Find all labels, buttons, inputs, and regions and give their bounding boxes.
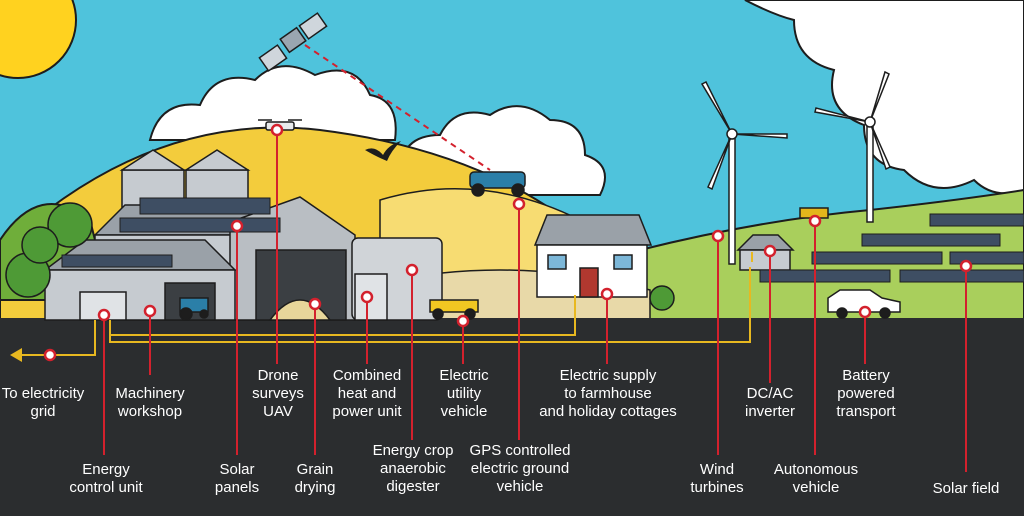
label-drone-surveys: Drone surveys UAV	[252, 367, 304, 420]
marker-energy-control-unit	[97, 308, 111, 322]
label-grain-drying: Grain drying	[294, 461, 336, 496]
gps-signal-line	[304, 44, 491, 171]
marker-machinery-workshop	[143, 304, 157, 318]
marker-utility-vehicle	[456, 314, 470, 328]
label-anaerobic-digester: Energy crop anaerobic digester	[372, 442, 454, 495]
satellite-icon	[258, 12, 328, 72]
marker-wind-turbines	[711, 229, 725, 243]
label-wind-turbines: Wind turbines	[690, 461, 744, 496]
label-inverter: DC/AC inverter	[744, 385, 796, 420]
marker-farmhouse	[600, 287, 614, 301]
car-icon	[827, 289, 901, 319]
ground	[0, 318, 1024, 516]
solar-field-panels	[759, 213, 1024, 283]
grid-arrow-icon	[10, 348, 22, 362]
marker-gps-vehicle	[512, 197, 526, 211]
label-utility-vehicle: Electric utility vehicle	[439, 367, 489, 420]
tractor-icon	[179, 297, 209, 321]
marker-battery-transport	[858, 305, 872, 319]
label-energy-control-unit: Energy control unit	[69, 461, 143, 496]
wind-turbine-2	[814, 70, 891, 223]
gps-ground-vehicle-icon	[469, 171, 526, 197]
marker-autonomous-vehicle	[808, 214, 822, 228]
energy-cables	[15, 252, 753, 356]
label-battery-transport: Battery powered transport	[836, 367, 896, 420]
marker-solar-field	[959, 259, 973, 273]
marker-chp	[360, 290, 374, 304]
label-chp-unit: Combined heat and power unit	[332, 367, 402, 420]
label-solar-field: Solar field	[932, 480, 1000, 497]
label-autonomous-vehicle: Autonomous vehicle	[773, 461, 859, 496]
trees	[5, 202, 675, 311]
bird-icon	[365, 141, 401, 161]
marker-inverter	[763, 244, 777, 258]
leader-lines	[103, 130, 967, 472]
label-solar-panels: Solar panels	[214, 461, 260, 496]
marker-dots	[43, 123, 973, 362]
marker-grain-drying	[308, 297, 322, 311]
marker-drone	[270, 123, 284, 137]
label-to-electricity-grid: To electricity grid	[1, 385, 85, 420]
wind-turbine-1	[700, 80, 788, 265]
label-machinery-workshop: Machinery workshop	[115, 385, 185, 420]
marker-solar-panels	[230, 219, 244, 233]
farmhouse	[533, 214, 653, 298]
marker-to-grid	[43, 348, 57, 362]
label-gps-vehicle: GPS controlled electric ground vehicle	[469, 442, 571, 495]
label-farmhouse-supply: Electric supply to farmhouse and holiday…	[539, 367, 677, 420]
marker-digester	[405, 263, 419, 277]
sun-icon	[0, 0, 77, 79]
utility-vehicle-icon	[429, 299, 479, 320]
